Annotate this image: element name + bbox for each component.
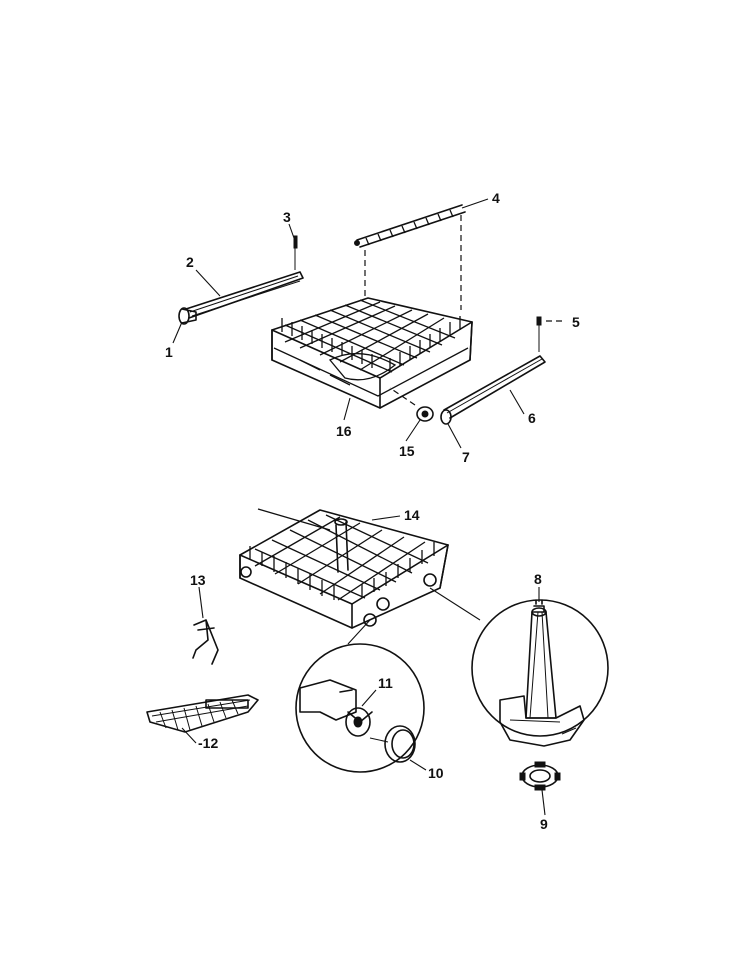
callout-11: 11 [378,675,393,691]
callout-5: 5 [572,314,580,330]
callout-12: -12 [198,735,218,751]
leader-lines [172,198,546,816]
callout-10: 10 [428,765,444,781]
callout-16: 16 [336,423,352,439]
part-15-wheel [389,387,434,422]
callout-1: 1 [165,344,173,360]
part-2-left-track [185,271,304,319]
part-16-upper-rack [271,297,473,409]
part-14-lower-rack [239,508,449,629]
callout-15: 15 [399,443,415,459]
callout-6: 6 [528,410,536,426]
callout-3: 3 [283,209,291,225]
zoom-circle-post [429,587,609,747]
part-12-silverware-basket [146,694,259,733]
callout-8: 8 [534,571,542,587]
callout-13: 13 [190,572,206,588]
callout-labels: 1 2 3 4 5 6 7 8 9 10 11 -12 13 14 15 16 [165,190,580,832]
zoom-circle-wheel [295,619,425,773]
part-4-tine-strip [354,204,466,248]
part-7-end-cap [440,409,452,425]
part-6-right-track [443,355,546,419]
callout-2: 2 [186,254,194,270]
part-3-stop-screw [293,235,298,270]
part-5-screw [536,316,562,352]
callout-7: 7 [462,449,470,465]
part-9-ring [519,761,561,791]
part-13-clip [192,619,219,665]
callout-4: 4 [492,190,500,206]
callout-14: 14 [404,507,420,523]
callout-9: 9 [540,816,548,832]
